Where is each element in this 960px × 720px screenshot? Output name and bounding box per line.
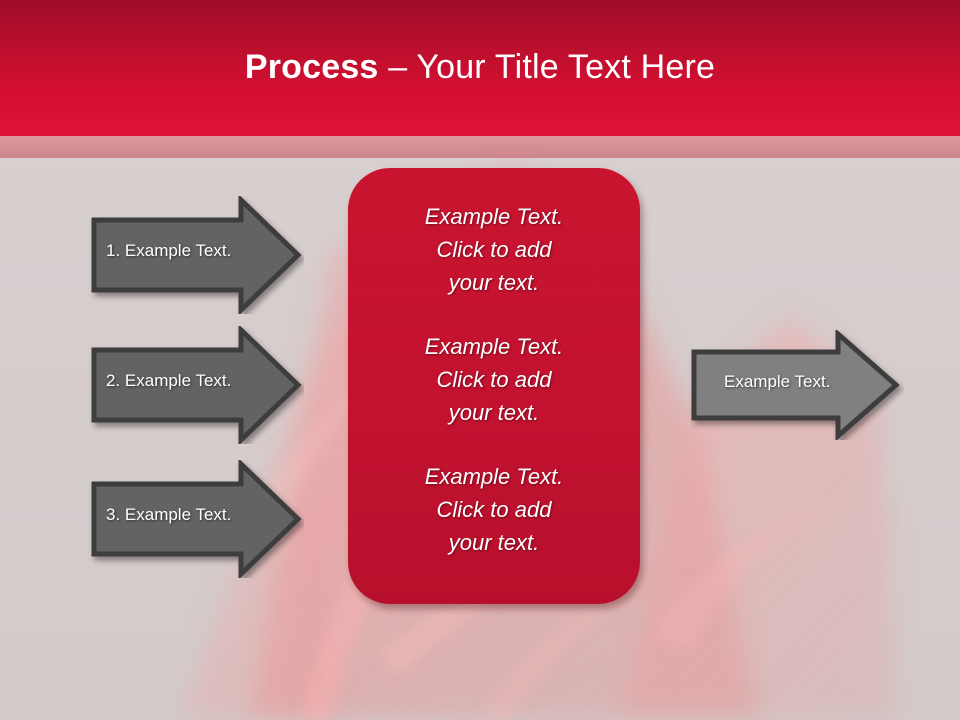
process-step-arrow-1[interactable]: 1. Example Text. xyxy=(88,196,304,314)
center-panel-block-2-line-2: Click to add xyxy=(436,367,552,392)
process-output-arrow[interactable]: Example Text. xyxy=(688,330,904,440)
center-panel-block-3: Example Text. Click to add your text. xyxy=(348,460,640,559)
page-title: Process – Your Title Text Here xyxy=(0,48,960,87)
center-panel-block-3-line-2: Click to add xyxy=(436,497,552,522)
center-panel-block-1-line-3: your text. xyxy=(448,270,540,295)
page-title-rest: – Your Title Text Here xyxy=(378,48,716,86)
title-banner xyxy=(0,0,960,136)
center-panel-block-1-line-2: Click to add xyxy=(436,237,552,262)
center-panel-block-1: Example Text. Click to add your text. xyxy=(348,200,640,299)
center-panel-block-2-line-1: Example Text. xyxy=(424,334,564,359)
center-panel-block-3-line-3: your text. xyxy=(448,530,540,555)
center-panel-block-2-line-3: your text. xyxy=(448,400,540,425)
center-panel-block-2: Example Text. Click to add your text. xyxy=(348,330,640,429)
page-title-bold: Process xyxy=(244,48,379,86)
title-banner-accent-strip xyxy=(0,136,960,158)
center-content-panel[interactable]: Example Text. Click to add your text. Ex… xyxy=(348,168,640,604)
center-panel-block-3-line-1: Example Text. xyxy=(424,464,564,489)
center-panel-block-1-line-1: Example Text. xyxy=(424,204,564,229)
process-step-arrow-3[interactable]: 3. Example Text. xyxy=(88,460,304,578)
title-banner-accent-shade xyxy=(0,136,960,158)
process-step-arrow-2[interactable]: 2. Example Text. xyxy=(88,326,304,444)
